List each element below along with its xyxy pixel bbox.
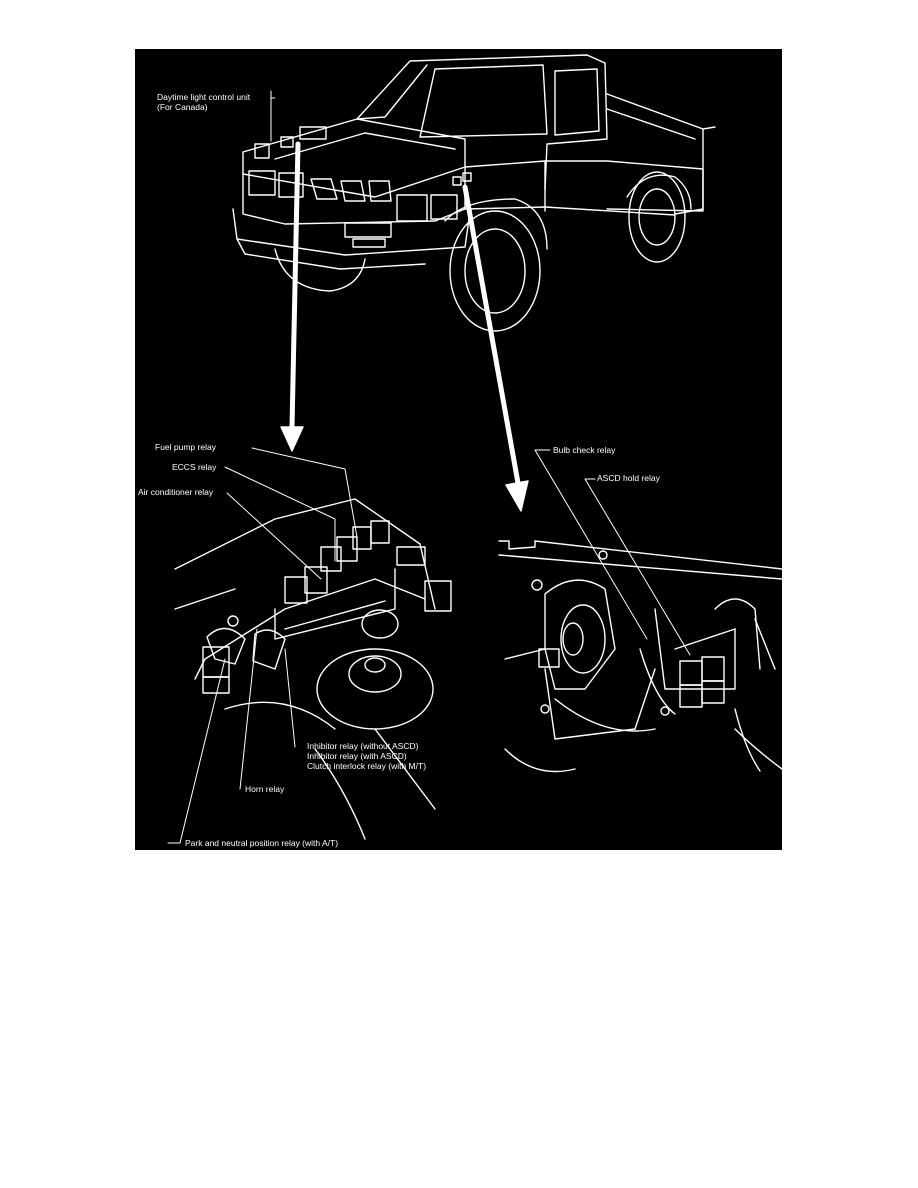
label-daytime-light-control-unit: Daytime light control unit (For Canada)	[157, 92, 250, 112]
label-park-neutral-relay: Park and neutral position relay (with A/…	[185, 838, 339, 848]
arrow-to-engine-relays	[280, 141, 304, 452]
relay-location-diagram: Daytime light control unit (For Canada) …	[135, 49, 782, 850]
label-ascd-hold-relay: ASCD hold relay	[597, 473, 660, 483]
label-daytime-line2: (For Canada)	[157, 102, 208, 112]
label-inhibitor-relays: Inhibitor relay (without ASCD) Inhibitor…	[307, 741, 426, 771]
dash-relay-area-illustration	[498, 540, 782, 773]
label-bulb-check-relay: Bulb check relay	[553, 445, 616, 455]
label-air-conditioner-relay: Air conditioner relay	[138, 487, 214, 497]
label-daytime-line1: Daytime light control unit	[157, 92, 251, 102]
arrow-to-dash-relays	[462, 184, 529, 512]
label-fuel-pump-relay: Fuel pump relay	[155, 442, 216, 452]
label-inhibitor-line3: Clutch interlock relay (with M/T)	[307, 761, 427, 771]
label-inhibitor-line2: Inhibitor relay (with ASCD)	[307, 751, 407, 761]
pickup-truck-illustration	[232, 54, 716, 332]
label-inhibitor-line1: Inhibitor relay (without ASCD)	[307, 741, 419, 751]
label-eccs-relay: ECCS relay	[172, 462, 217, 472]
leader-lines	[167, 90, 691, 844]
label-horn-relay: Horn relay	[245, 784, 285, 794]
engine-relay-block-illustration	[174, 498, 452, 840]
